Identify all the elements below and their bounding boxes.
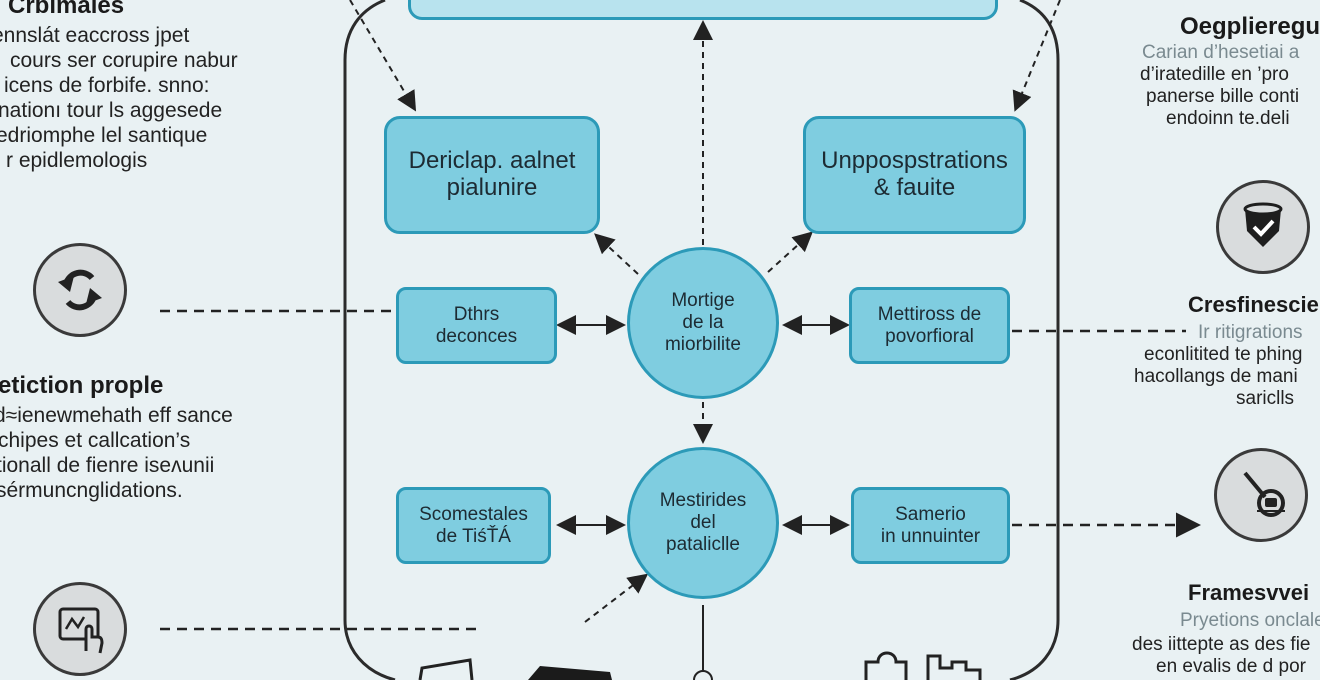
box-mid-right: Mettiross de povorfioral: [849, 287, 1010, 364]
circle-top-line: de la: [682, 312, 724, 334]
left-block2-line: d≈ienewmehath eff sance: [0, 404, 233, 427]
box-top-left-line: Dericlap. aalnet: [408, 147, 576, 175]
box-top-right-line: & fauite: [873, 174, 956, 201]
right-block2-line: Ir ritigrations: [1198, 322, 1303, 343]
box-mid-left-line: deconces: [435, 325, 518, 347]
box-low-right-line: in unnuinter: [880, 525, 981, 547]
box-low-left: Scomestales de TiśŤÁ: [396, 487, 551, 564]
left-block1-line: cours ser corupire nabur: [10, 49, 238, 72]
touch-screen-icon: [33, 582, 127, 676]
left-block1-title: Crbimales: [8, 0, 125, 19]
left-block2-line: sérmuncnglidations.: [0, 479, 183, 502]
box-low-right: Samerio in unnuinter: [851, 487, 1010, 564]
circle-bottom-line: Mestirides: [659, 490, 747, 512]
left-block1-line: icens de forbife. snno:: [4, 74, 210, 97]
top-banner: [408, 0, 998, 20]
right-block2-line: sariclls: [1236, 388, 1295, 409]
left-block1-line: r epidlemologis: [6, 149, 148, 172]
box-low-right-line: Samerio: [895, 504, 966, 526]
box-mid-right-line: Mettiross de: [877, 304, 982, 326]
left-block2-title: etiction prople: [0, 372, 164, 399]
right-block3-line: en evalis de d por: [1156, 656, 1306, 677]
box-top-right-line: Unppospstrations: [821, 147, 1008, 175]
box-mid-right-line: povorfioral: [885, 325, 974, 347]
right-block3-title: Framesvvei: [1188, 580, 1310, 605]
right-block3-line: des iittepte as des fie: [1132, 634, 1311, 655]
box-top-left-line: pialunire: [446, 174, 538, 201]
right-block1-line: d’iratedille en ’pro: [1140, 64, 1289, 85]
right-block1-line: Carian d’hesetiai a: [1142, 42, 1300, 63]
circle-bottom: Mestirides del pataliclle: [627, 447, 779, 599]
box-low-left-line: de TiśŤÁ: [436, 525, 511, 547]
circle-bottom-line: pataliclle: [666, 533, 740, 555]
box-low-left-line: Scomestales: [419, 504, 528, 526]
box-top-right: Unppospstrations & fauite: [803, 116, 1026, 234]
circle-bottom-line: del: [690, 512, 716, 534]
right-block1-line: endoinn te.deli: [1166, 108, 1290, 129]
right-block1-line: panerse bille conti: [1146, 86, 1300, 107]
left-block2-line: tionall de fienre iseʌunii: [0, 454, 215, 477]
left-block1-line: edriomphe lel santique: [0, 124, 208, 147]
circle-top-line: Mortige: [671, 290, 735, 312]
circle-top-line: miorbilite: [664, 333, 742, 355]
box-mid-left-line: Dthrs: [453, 304, 500, 326]
right-block2-title: Cresfinescie: [1188, 292, 1319, 317]
right-block3-line: Pryetions onclale: [1180, 610, 1320, 631]
shield-check-icon: [1216, 180, 1310, 274]
gauge-icon: [1214, 448, 1308, 542]
box-top-left: Dericlap. aalnet pialunire: [384, 116, 600, 234]
left-block2-line: chipes et callcation’s: [0, 429, 191, 452]
circle-top: Mortige de la miorbilite: [627, 247, 779, 399]
left-block1-line: nationı tour ls aggesede: [0, 99, 223, 122]
refresh-icon: [33, 243, 127, 337]
left-block1-line: ennslát eaccross jpet: [0, 24, 190, 47]
right-block1-title: Oegplieregu: [1180, 13, 1320, 40]
box-mid-left: Dthrs deconces: [396, 287, 557, 364]
right-block2-line: econlitited te phing: [1144, 344, 1303, 365]
right-block2-line: hacollangs de mani: [1134, 366, 1298, 387]
